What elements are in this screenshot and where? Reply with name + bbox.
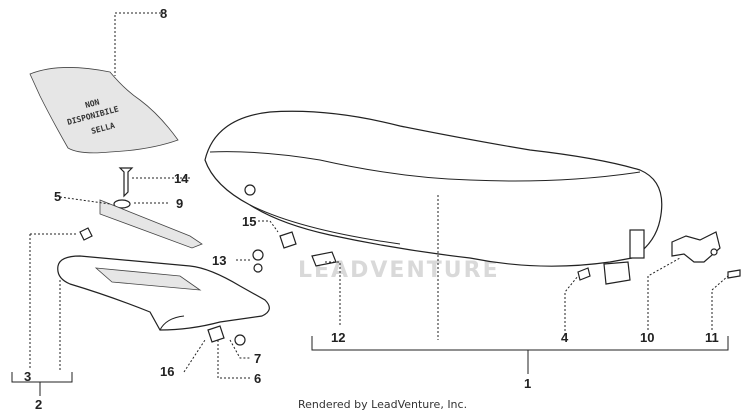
callout-5: 5 [54,189,61,204]
seat-part [204,110,663,285]
callout-1: 1 [524,376,531,391]
callout-15: 15 [242,214,256,229]
clip-part [79,227,93,241]
callout-12: 12 [331,330,345,345]
callout-14: 14 [174,171,189,186]
callout-8: 8 [160,6,167,21]
callout-4: 4 [561,330,569,345]
washer-part [113,199,131,209]
tray-part [57,255,270,331]
rubber-bumper-part [279,231,297,249]
callout-9: 9 [176,196,183,211]
bushing-part [207,325,225,343]
callout-6: 6 [254,371,261,386]
callout-16: 16 [160,364,174,379]
callout-3: 3 [24,369,31,384]
seat-lock-part [671,231,721,263]
nut-part [234,334,246,346]
pad-part [99,199,203,249]
render-credit: Rendered by LeadVenture, Inc. [298,398,467,411]
bag-label-line-1: NON [84,97,100,109]
seat-bolt-hole-icon [244,184,256,196]
grommet-part [252,249,264,273]
callout-11: 11 [705,330,719,345]
pin-part [727,269,741,279]
screw-part [118,167,134,198]
callout-13: 13 [212,253,226,268]
callout-2: 2 [35,397,42,412]
small-screw-part [577,267,591,281]
callout-10: 10 [640,330,654,345]
bag-part: NON DISPONIBILE SELLA [29,67,179,154]
seat-rear-bracket [629,229,645,259]
callout-7: 7 [254,351,261,366]
